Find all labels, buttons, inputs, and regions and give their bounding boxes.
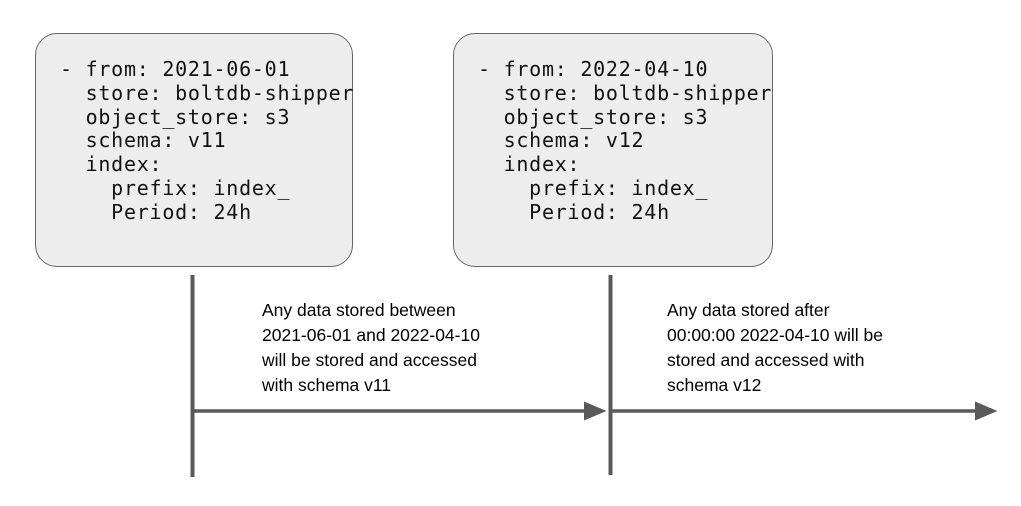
config-code-v11: - from: 2021-06-01 store: boltdb-shipper… — [60, 57, 355, 224]
config-code-v12: - from: 2022-04-10 store: boltdb-shipper… — [478, 57, 773, 224]
arrowhead-right-icon — [975, 401, 998, 421]
arrowhead-right-icon — [584, 401, 607, 421]
annotation-v12-period: Any data stored after 00:00:00 2022-04-1… — [667, 300, 883, 395]
config-box-v11: - from: 2021-06-01 store: boltdb-shipper… — [35, 33, 353, 267]
config-box-v12: - from: 2022-04-10 store: boltdb-shipper… — [453, 33, 773, 267]
annotation-v11-period: Any data stored between 2021-06-01 and 2… — [262, 300, 480, 395]
